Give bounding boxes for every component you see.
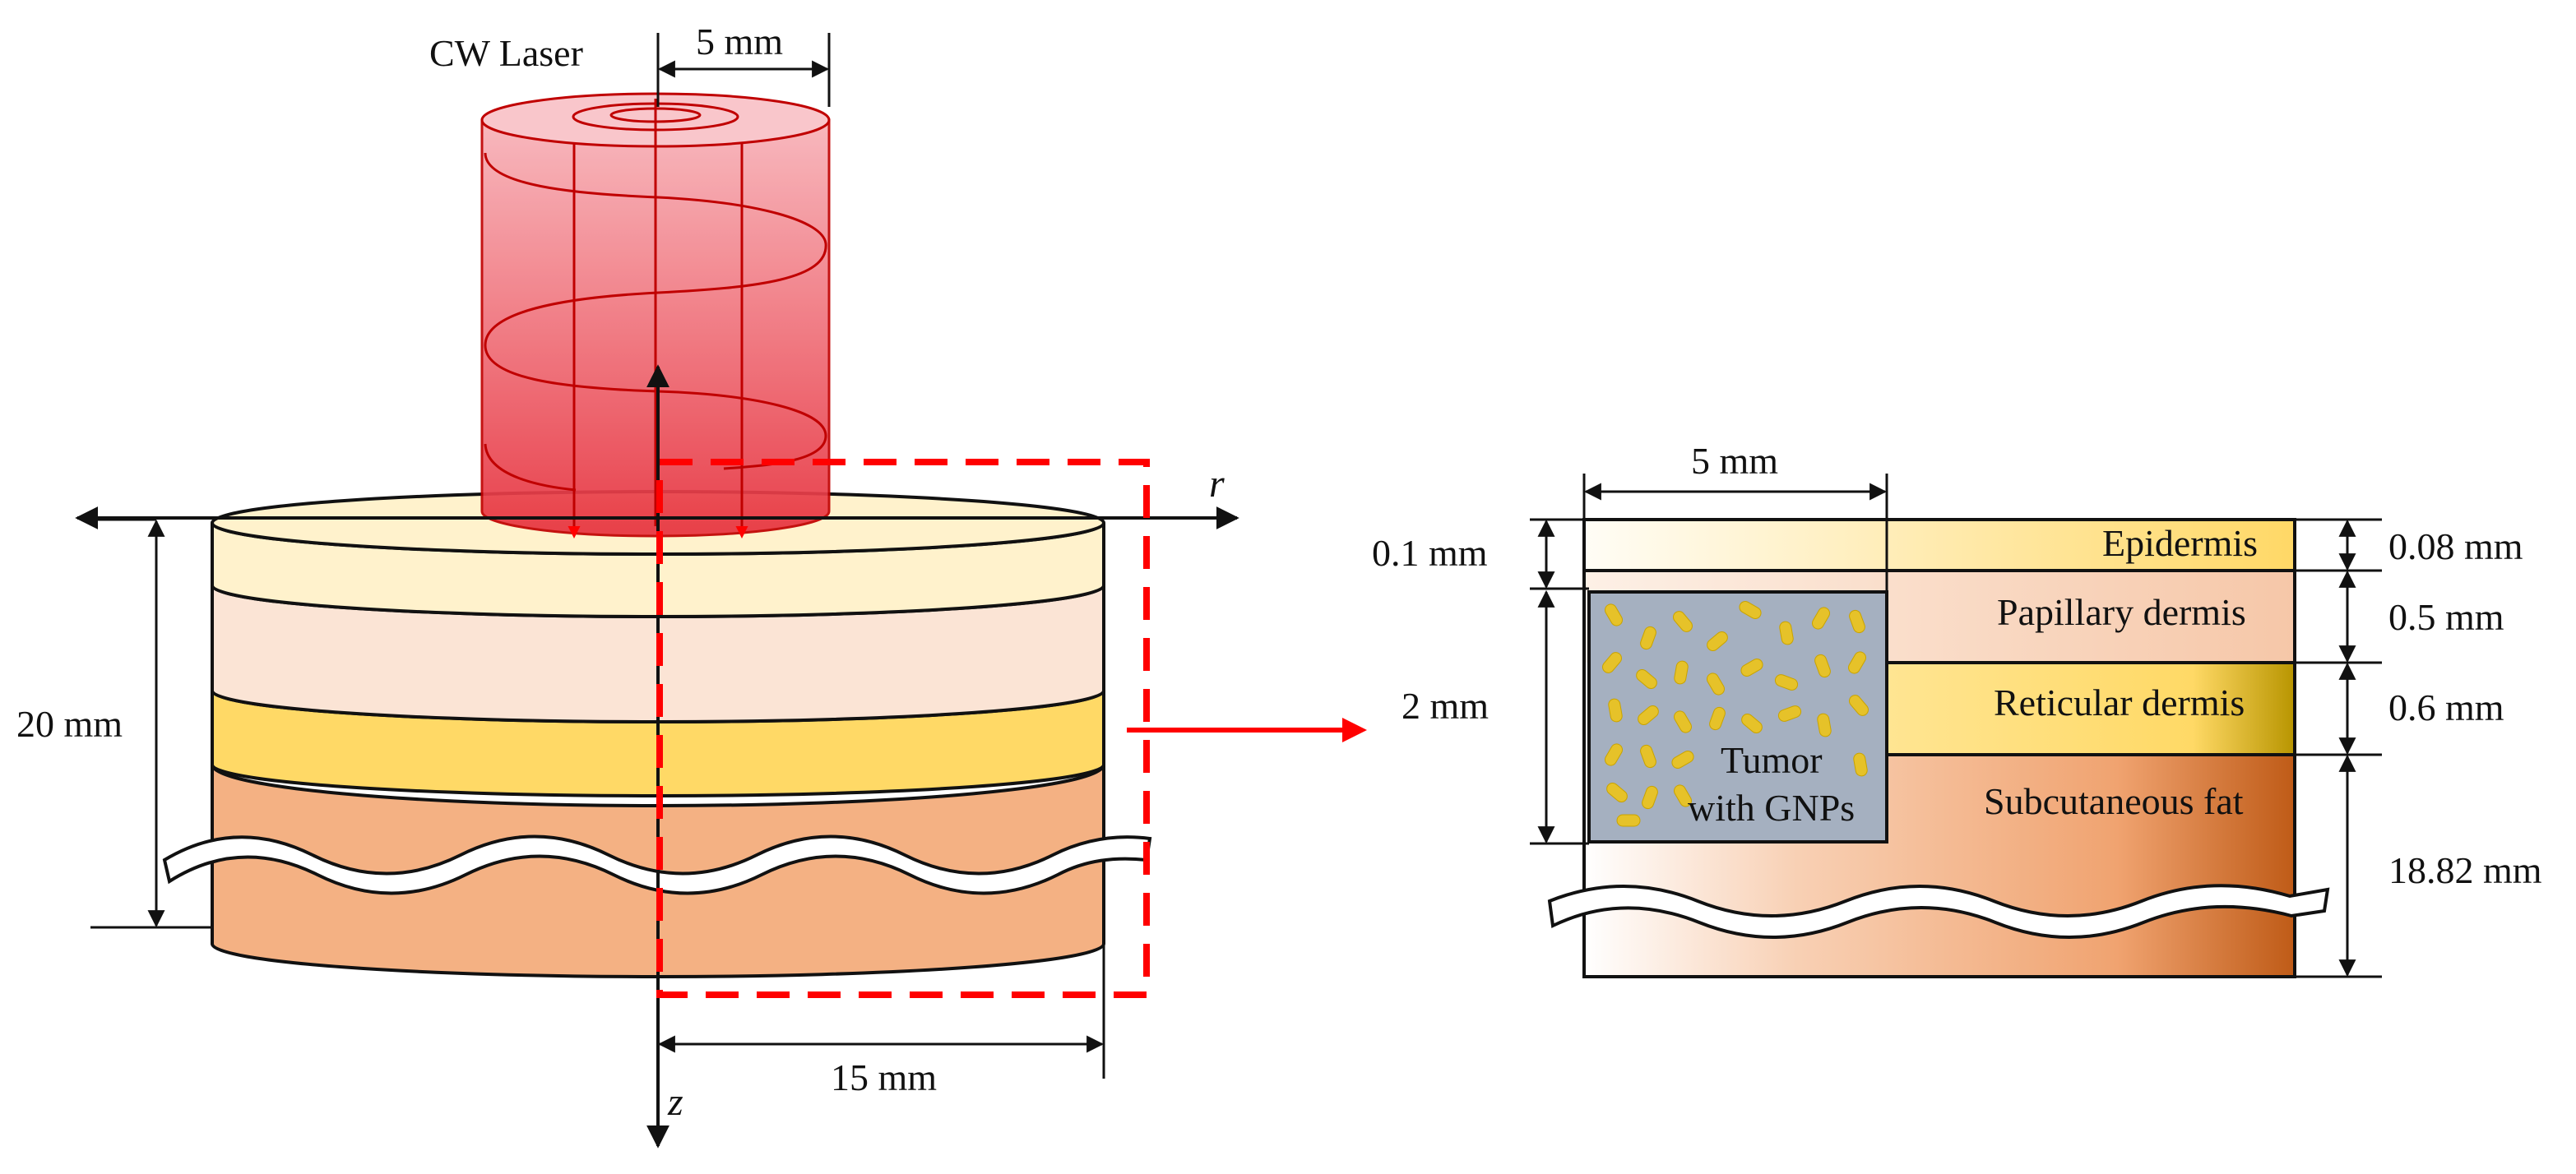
z-axis-label: z <box>667 1080 683 1124</box>
layer-name-fat: Subcutaneous fat <box>1984 780 2244 822</box>
height-dimension: 20 mm <box>16 518 212 929</box>
reticular-thickness: 0.6 mm <box>2388 686 2504 728</box>
gnp-particle <box>1741 714 1763 733</box>
gnp-particle <box>1640 626 1656 650</box>
tumor-depth-label: 2 mm <box>1402 685 1489 727</box>
gnp-particle <box>1674 710 1692 733</box>
gnp-particle <box>1777 705 1802 722</box>
tumor-width-label: 5 mm <box>1691 440 1778 482</box>
gnp-particle <box>1853 752 1868 777</box>
gnp-particle <box>1602 652 1622 673</box>
layer-name-epidermis: Epidermis <box>2102 522 2258 564</box>
gnp-particle <box>1739 601 1762 619</box>
gnp-particle <box>1849 695 1869 716</box>
gnp-particle <box>1673 611 1693 632</box>
tumor-depth-dimensions: 0.1 mm 2 mm <box>1372 518 1589 845</box>
gnp-particle <box>1674 784 1692 807</box>
reticular-dermis-layer <box>1887 663 2295 755</box>
layer-name-reticular: Reticular dermis <box>1994 682 2245 723</box>
radius-dimension: 15 mm <box>657 945 1105 1098</box>
gold-nanoparticles <box>1602 601 1869 827</box>
gnp-particle <box>1605 603 1623 626</box>
r-axis-label: r <box>1209 462 1225 506</box>
gnp-particle <box>1812 607 1830 630</box>
gnp-particle <box>1636 669 1657 689</box>
cross-section: Tumor with GNPs Epidermis Papillary derm… <box>1547 518 2330 978</box>
gnp-particle <box>1707 631 1728 651</box>
laser-spiral <box>484 152 827 492</box>
tumor-width-dimension: 5 mm <box>1582 440 1888 592</box>
gnp-particle <box>1608 698 1623 723</box>
height-label: 20 mm <box>16 703 123 745</box>
fat-thickness: 18.82 mm <box>2388 849 2542 891</box>
gnp-particle <box>1848 651 1866 674</box>
gnp-particle <box>1642 785 1658 810</box>
gnp-particle <box>1638 705 1659 725</box>
gnp-particle <box>1671 750 1694 769</box>
papillary-thickness: 0.5 mm <box>2388 596 2504 638</box>
gnp-particle <box>1605 743 1623 766</box>
gnp-particle <box>1849 609 1865 634</box>
tumor-label-line1: Tumor <box>1721 739 1823 781</box>
radius-label: 15 mm <box>831 1056 937 1098</box>
gnp-particle <box>1707 673 1725 696</box>
gnp-particle <box>1814 654 1831 678</box>
gnp-particle <box>1606 783 1628 802</box>
layer-name-papillary: Papillary dermis <box>1997 591 2246 633</box>
gnp-particle <box>1709 706 1726 731</box>
gnp-particle <box>1774 674 1799 691</box>
epidermis-layer <box>1584 520 2295 571</box>
gnp-particle <box>1640 744 1656 769</box>
laser-beam <box>480 92 831 538</box>
gnp-particle <box>1779 621 1794 645</box>
break-symbol-right <box>1547 884 2330 939</box>
gnp-particle <box>1616 814 1641 827</box>
laser-label: CW Laser <box>429 32 583 74</box>
gnp-particle <box>1817 713 1832 737</box>
gnp-particle <box>1740 659 1763 677</box>
beam-width-label: 5 mm <box>696 21 783 62</box>
tumor-label-line2: with GNPs <box>1688 787 1855 829</box>
tumor-top-label: 0.1 mm <box>1372 532 1488 574</box>
beam-width-dimension: 5 mm CW Laser <box>429 21 831 107</box>
epidermis-thickness: 0.08 mm <box>2388 525 2523 567</box>
gnp-particle <box>1674 660 1689 685</box>
layer-thickness-dimensions: 0.08 mm 0.5 mm 0.6 mm 18.82 mm <box>2295 518 2542 978</box>
section-outline <box>1582 518 2296 978</box>
